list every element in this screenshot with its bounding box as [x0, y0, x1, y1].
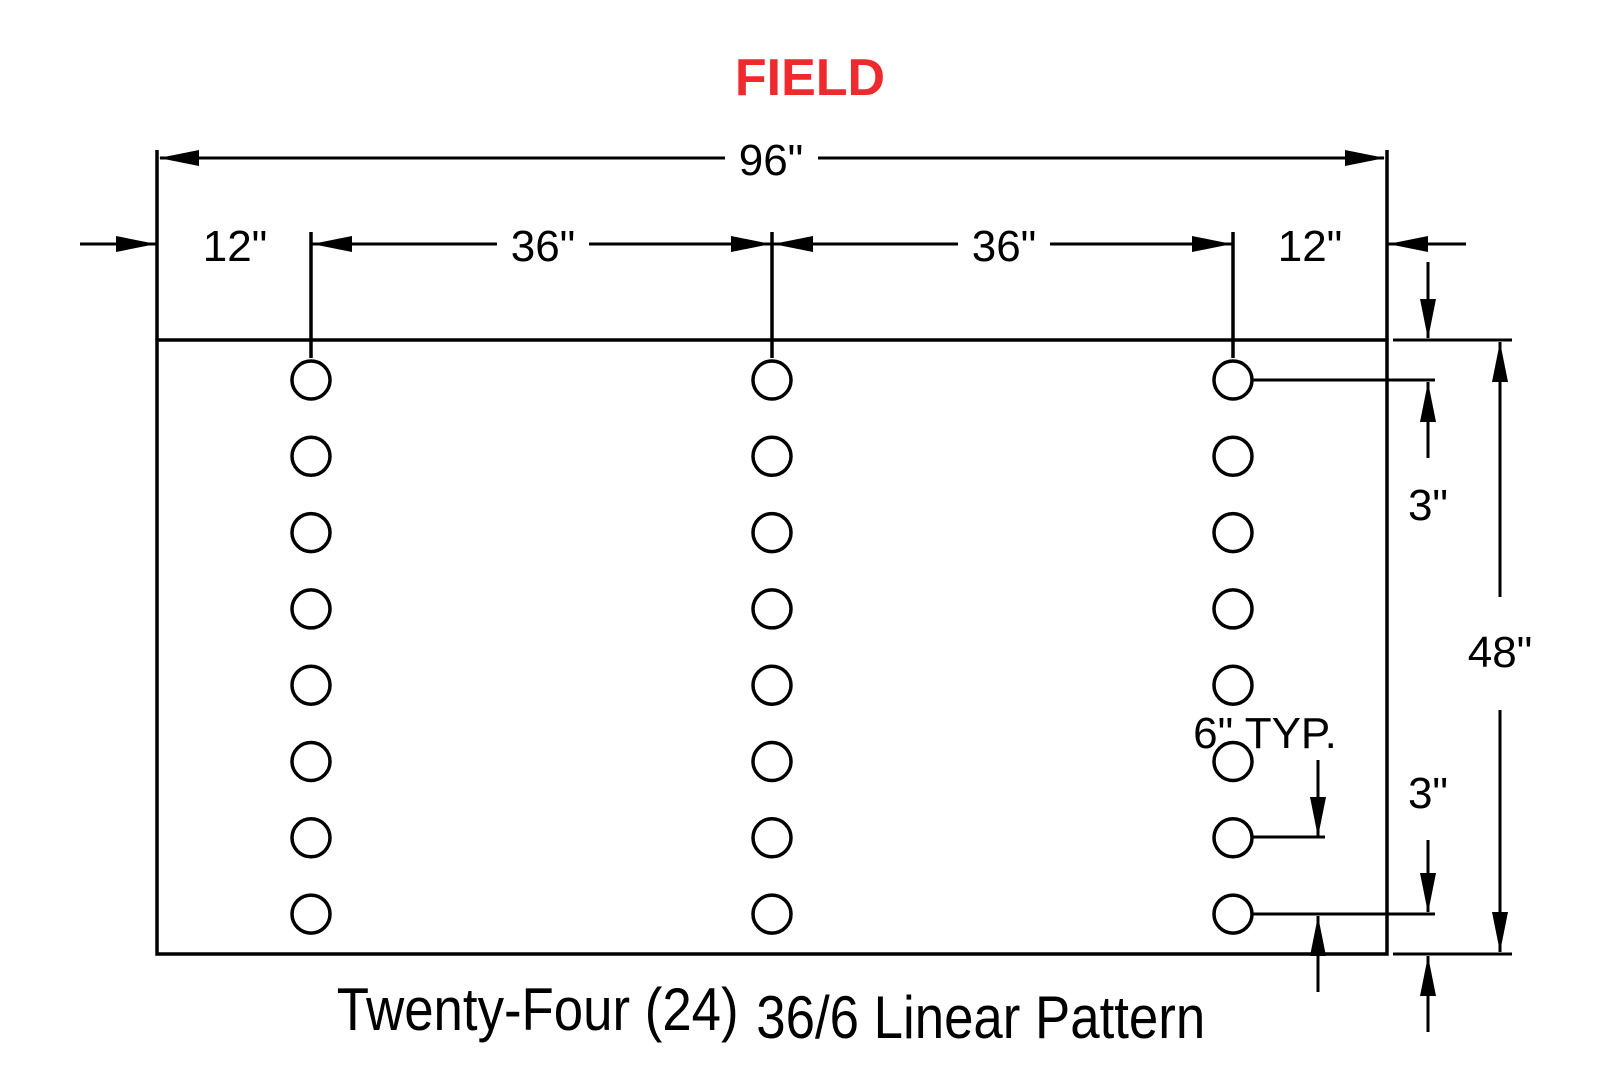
hole-pitch-label: 6" TYP. — [1193, 709, 1337, 758]
hole — [290, 435, 332, 478]
hole-pitch-callout: 6" TYP. — [1193, 709, 1337, 992]
spacing-2-label: 36" — [972, 222, 1037, 271]
hole — [1212, 435, 1254, 478]
hole — [1212, 664, 1254, 706]
hole — [751, 664, 793, 706]
hole — [1212, 817, 1254, 859]
hole — [290, 664, 332, 706]
hole — [1212, 740, 1254, 783]
hole — [751, 588, 793, 630]
spacing-1-label: 36" — [511, 222, 576, 271]
hole — [751, 511, 793, 554]
hole — [1212, 588, 1254, 630]
vertical-dimensions: 48" 3" 3" — [1233, 262, 1532, 1032]
hole — [751, 893, 793, 935]
caption-part-2: 36/6 Linear Pattern — [756, 984, 1205, 1051]
top-offset-label: 3" — [1408, 481, 1448, 530]
overall-width-label: 96" — [739, 136, 804, 185]
overall-height-label: 48" — [1468, 628, 1533, 677]
hole — [1212, 893, 1254, 935]
hole — [290, 588, 332, 630]
hole — [751, 435, 793, 478]
hole — [290, 511, 332, 554]
hole-pattern — [290, 359, 1254, 935]
hole — [1212, 511, 1254, 554]
caption-part-1: Twenty-Four (24) — [337, 976, 739, 1043]
right-edge-label: 12" — [1278, 222, 1343, 271]
hole — [751, 817, 793, 859]
hole — [290, 359, 332, 401]
column-spacing-dimensions: 12" 36" 36" 12" — [80, 222, 1466, 271]
drawing-title: FIELD — [735, 49, 885, 107]
bottom-offset-label: 3" — [1408, 769, 1448, 818]
hole — [751, 740, 793, 783]
hole — [751, 359, 793, 401]
hole — [290, 817, 332, 859]
panel-outline — [155, 338, 1389, 956]
hole — [1212, 359, 1254, 401]
hole — [290, 740, 332, 783]
pattern-caption: Twenty-Four (24) 36/6 Linear Pattern — [337, 976, 1205, 1051]
overall-width-dimension: 96" — [159, 136, 1385, 185]
left-edge-label: 12" — [203, 222, 268, 271]
hole — [290, 893, 332, 935]
